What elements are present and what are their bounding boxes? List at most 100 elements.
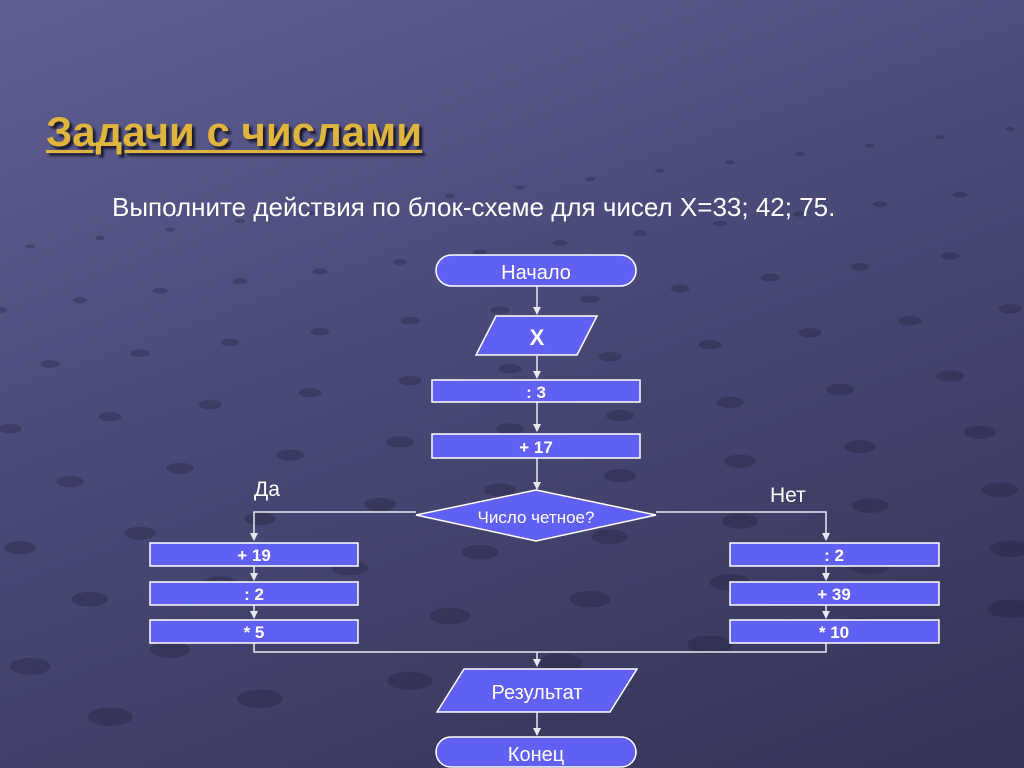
background-dot [461, 545, 499, 560]
background-dot [232, 278, 248, 285]
background-dot [716, 396, 744, 408]
background-dot [387, 671, 433, 690]
no-step-2-label: + 39 [817, 585, 851, 604]
background-dot [724, 454, 756, 468]
background-dot [445, 194, 455, 198]
background-dot [725, 160, 735, 165]
process-step-add-17 [431, 433, 641, 459]
background-dot [496, 423, 524, 435]
yes-step-2-label: : 2 [244, 585, 264, 604]
background-dot [87, 707, 133, 726]
background-dot [484, 483, 516, 497]
merge-line [253, 643, 827, 653]
background-dot [56, 476, 84, 488]
output-label: Результат [492, 682, 583, 704]
background-dot [490, 306, 510, 314]
no-step-3-label: * 10 [819, 623, 849, 642]
background-dot [130, 349, 150, 358]
background-dot [598, 352, 622, 362]
background-dot [166, 462, 194, 474]
background-dot [9, 658, 51, 675]
background-dot [552, 239, 568, 246]
no-step-1 [729, 542, 940, 567]
background-dot [71, 591, 109, 607]
end-terminator [435, 736, 637, 768]
output-block [435, 668, 639, 713]
input-label: X [530, 325, 545, 350]
background-dot [375, 202, 385, 207]
process-step-add-17-label: + 17 [519, 438, 553, 457]
process-step-divide-3-label: : 3 [526, 383, 546, 402]
background-dot [1005, 126, 1015, 131]
background-dot [987, 599, 1024, 618]
background-dot [964, 425, 996, 439]
yes-branch-label: Да [254, 478, 280, 501]
background-dot [712, 220, 728, 227]
start-terminator [435, 254, 637, 287]
no-step-1-label: : 2 [824, 546, 844, 565]
background-dot [606, 410, 634, 422]
yes-step-1-label: + 19 [237, 546, 271, 565]
background-dot [0, 307, 8, 313]
background-dot [4, 541, 36, 555]
background-dot [981, 482, 1019, 498]
background-dot [760, 273, 780, 282]
background-dot [124, 526, 156, 540]
background-dot [935, 135, 945, 140]
background-dot [364, 497, 396, 511]
background-dot [305, 210, 315, 215]
background-dot [95, 236, 105, 240]
background-dot [152, 287, 168, 294]
yes-step-2 [149, 581, 359, 606]
background-dot [632, 230, 648, 237]
background-dot [989, 540, 1024, 558]
background-dot [798, 328, 822, 338]
background-dot [392, 259, 408, 265]
background-dot [844, 440, 876, 454]
background-dot [244, 512, 276, 526]
background-dot [515, 185, 525, 190]
process-step-divide-3 [431, 379, 641, 403]
background-dot [698, 340, 722, 350]
yes-step-1 [149, 542, 359, 567]
background-dot [655, 168, 665, 173]
background-dot [826, 383, 854, 395]
background-dot [940, 252, 960, 260]
page-title: Задачи с числами [46, 108, 423, 155]
background-dot [721, 513, 759, 529]
background-dot [220, 338, 240, 347]
background-dot [276, 449, 304, 461]
end-label: Конец [508, 744, 564, 766]
background-dot [537, 653, 583, 672]
background-dot [429, 607, 471, 625]
background-dot [498, 364, 522, 374]
background-dot [851, 498, 889, 513]
background-dot [604, 469, 636, 483]
yes-step-3 [149, 619, 359, 644]
background-dot [312, 268, 328, 275]
background-dot [237, 689, 283, 708]
background-dot [25, 244, 35, 249]
no-step-3 [729, 619, 940, 644]
background-dot [386, 436, 414, 448]
yes-step-3-label: * 5 [244, 623, 265, 642]
background-dot [235, 219, 245, 224]
background-dot [472, 249, 488, 256]
arrow-decision-no [656, 511, 830, 541]
background-dot [310, 327, 330, 336]
background-dot [591, 529, 629, 545]
background-dot [569, 590, 611, 608]
background-dot [400, 317, 420, 325]
no-branch-label: Нет [770, 484, 806, 507]
background-dot [585, 177, 595, 182]
background-dot [872, 201, 888, 208]
background-dot [670, 284, 690, 293]
background-dot [850, 263, 870, 271]
background-dot [865, 143, 875, 148]
background-dot [198, 400, 222, 410]
background-dot [298, 388, 322, 398]
background-dot [952, 191, 968, 198]
background-dot [792, 211, 808, 217]
start-label: Начало [501, 262, 571, 284]
